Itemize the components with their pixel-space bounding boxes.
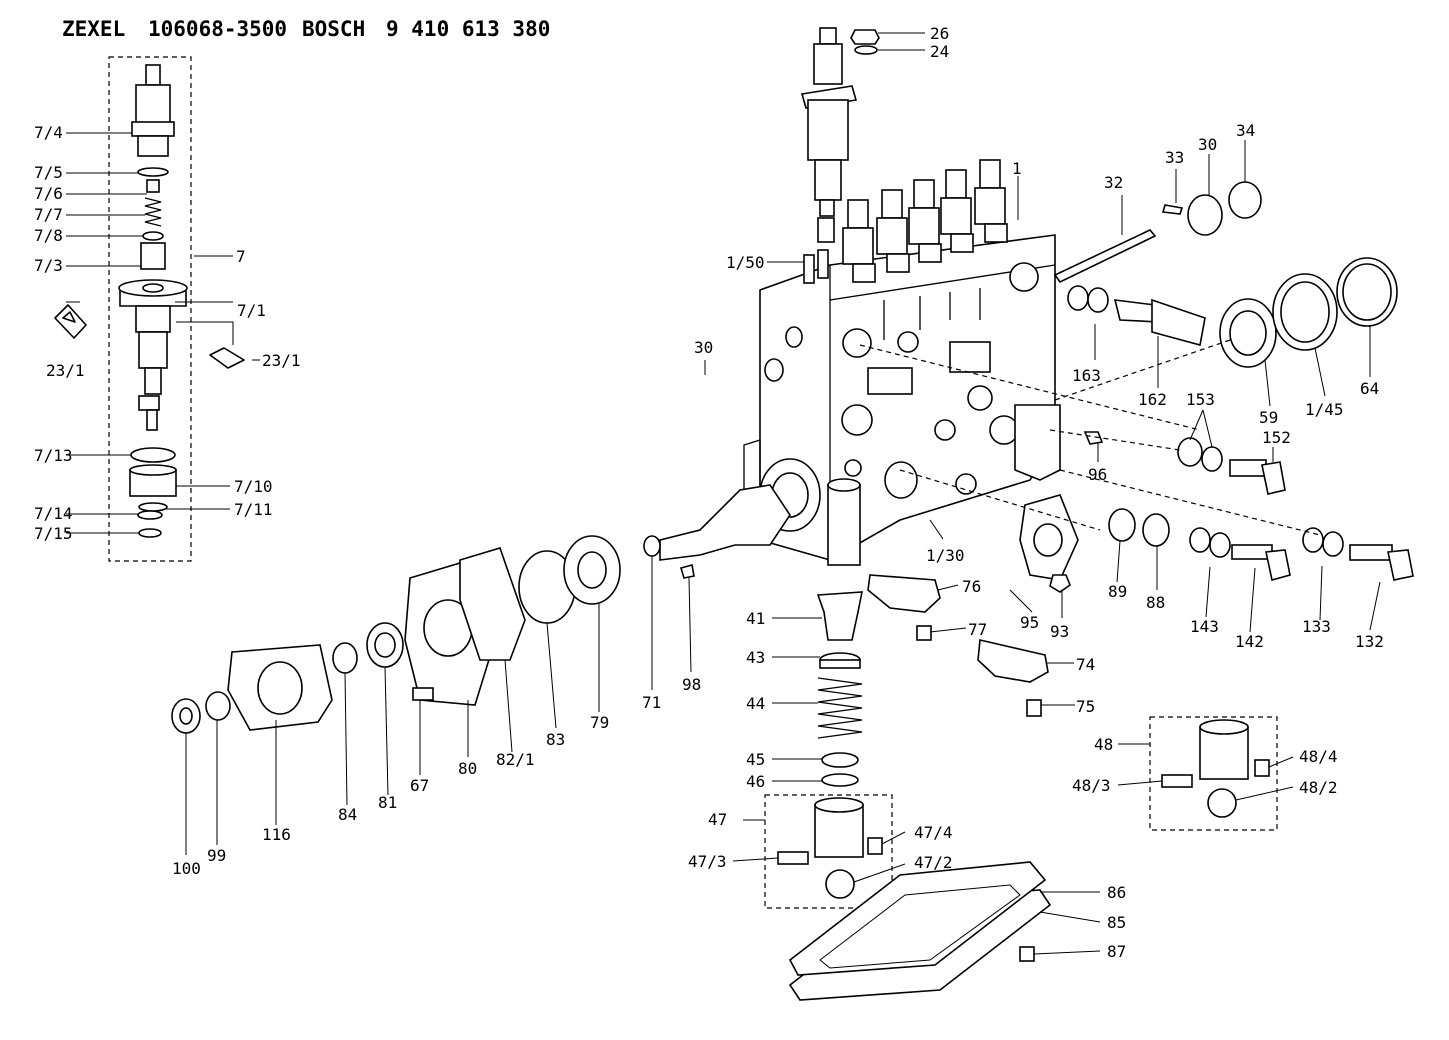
label-44: 44 bbox=[746, 694, 765, 713]
label-7-15: 7/15 bbox=[34, 524, 73, 543]
label-48: 48 bbox=[1094, 735, 1113, 754]
label-30-b: 30 bbox=[694, 338, 713, 357]
label-152: 152 bbox=[1262, 428, 1291, 447]
header-brand2: BOSCH bbox=[302, 17, 365, 41]
label-34: 34 bbox=[1236, 121, 1255, 140]
label-26: 26 bbox=[930, 24, 949, 43]
label-48-4: 48/4 bbox=[1299, 747, 1338, 766]
label-7: 7 bbox=[236, 247, 246, 266]
assembly-47-box bbox=[764, 794, 893, 909]
label-71: 71 bbox=[642, 693, 661, 712]
label-33: 33 bbox=[1165, 148, 1184, 167]
label-89: 89 bbox=[1108, 582, 1127, 601]
label-45: 45 bbox=[746, 750, 765, 769]
label-83: 83 bbox=[546, 730, 565, 749]
label-1: 1 bbox=[1012, 159, 1022, 178]
label-81: 81 bbox=[378, 793, 397, 812]
tappet-parts bbox=[764, 591, 1278, 1001]
label-1-50: 1/50 bbox=[726, 253, 765, 272]
label-1-30: 1/30 bbox=[926, 546, 965, 565]
valve-holders bbox=[842, 159, 1008, 283]
label-142: 142 bbox=[1235, 632, 1264, 651]
label-162: 162 bbox=[1138, 390, 1167, 409]
label-7-11: 7/11 bbox=[234, 500, 273, 519]
label-23-1-a: 23/1 bbox=[46, 361, 85, 380]
header-brand1: ZEXEL bbox=[62, 17, 125, 41]
label-75: 75 bbox=[1076, 697, 1095, 716]
label-133: 133 bbox=[1302, 617, 1331, 636]
label-7-14: 7/14 bbox=[34, 504, 73, 523]
pump-housing bbox=[643, 159, 1061, 566]
label-143: 143 bbox=[1190, 617, 1219, 636]
label-80: 80 bbox=[458, 759, 477, 778]
label-77: 77 bbox=[968, 620, 987, 639]
label-43: 43 bbox=[746, 648, 765, 667]
header-part2: 9 410 613 380 bbox=[386, 17, 550, 41]
label-7-13: 7/13 bbox=[34, 446, 73, 465]
label-100: 100 bbox=[172, 859, 201, 878]
drive-end-parts bbox=[171, 535, 695, 734]
top-delivery-valve bbox=[800, 27, 880, 243]
label-84: 84 bbox=[338, 805, 357, 824]
label-76: 76 bbox=[962, 577, 981, 596]
label-46: 46 bbox=[746, 772, 765, 791]
part-labels: 7/4 7/5 7/6 7/7 7/8 7/3 7 7/1 23/1 23/1 … bbox=[34, 24, 1384, 961]
label-116: 116 bbox=[262, 825, 291, 844]
label-47: 47 bbox=[708, 810, 727, 829]
label-1-45: 1/45 bbox=[1305, 400, 1344, 419]
label-24: 24 bbox=[930, 42, 949, 61]
label-98: 98 bbox=[682, 675, 701, 694]
label-47-3: 47/3 bbox=[688, 852, 727, 871]
label-7-1: 7/1 bbox=[237, 301, 266, 320]
header-part1: 106068-3500 bbox=[148, 17, 287, 41]
label-23-1-b: 23/1 bbox=[262, 351, 301, 370]
label-47-2: 47/2 bbox=[914, 853, 953, 872]
label-153: 153 bbox=[1186, 390, 1215, 409]
label-82-1: 82/1 bbox=[496, 750, 535, 769]
header: ZEXEL 106068-3500 BOSCH 9 410 613 380 bbox=[62, 17, 550, 41]
label-59: 59 bbox=[1259, 408, 1278, 427]
label-88: 88 bbox=[1146, 593, 1165, 612]
label-95: 95 bbox=[1020, 613, 1039, 632]
label-132: 132 bbox=[1355, 632, 1384, 651]
label-85: 85 bbox=[1107, 913, 1126, 932]
label-87: 87 bbox=[1107, 942, 1126, 961]
label-99: 99 bbox=[207, 846, 226, 865]
right-side-parts bbox=[859, 181, 1414, 717]
label-86: 86 bbox=[1107, 883, 1126, 902]
label-32: 32 bbox=[1104, 173, 1123, 192]
label-30-a: 30 bbox=[1198, 135, 1217, 154]
label-7-3: 7/3 bbox=[34, 256, 63, 275]
label-64: 64 bbox=[1360, 379, 1379, 398]
label-79: 79 bbox=[590, 713, 609, 732]
label-41: 41 bbox=[746, 609, 765, 628]
label-7-6: 7/6 bbox=[34, 184, 63, 203]
label-93: 93 bbox=[1050, 622, 1069, 641]
label-7-8: 7/8 bbox=[34, 226, 63, 245]
label-47-4: 47/4 bbox=[914, 823, 953, 842]
label-67: 67 bbox=[410, 776, 429, 795]
label-163: 163 bbox=[1072, 366, 1101, 385]
label-7-7: 7/7 bbox=[34, 205, 63, 224]
label-74: 74 bbox=[1076, 655, 1095, 674]
label-96: 96 bbox=[1088, 465, 1107, 484]
delivery-valve-assembly bbox=[54, 56, 245, 562]
label-7-5: 7/5 bbox=[34, 163, 63, 182]
label-48-2: 48/2 bbox=[1299, 778, 1338, 797]
label-7-10: 7/10 bbox=[234, 477, 273, 496]
assembly-7-box bbox=[108, 56, 192, 562]
label-48-3: 48/3 bbox=[1072, 776, 1111, 795]
assembly-48-box bbox=[1149, 716, 1278, 831]
leader-lines bbox=[66, 32, 1381, 955]
label-7-4: 7/4 bbox=[34, 123, 63, 142]
